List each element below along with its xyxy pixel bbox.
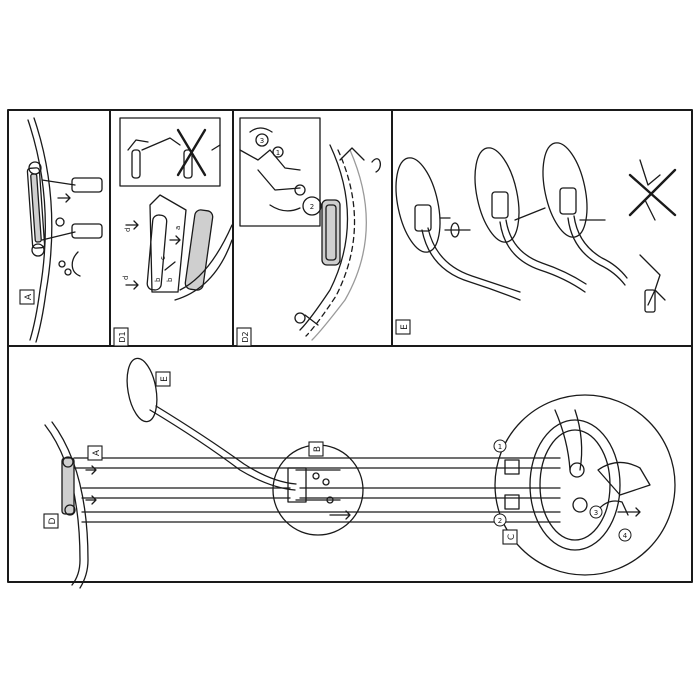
d1-arrow-label: a [174,226,182,230]
panel-a-label: A [24,293,34,300]
callout-d: D [48,517,58,524]
panel-e-label: E [400,324,410,330]
callout-a: A [92,449,102,456]
main-assembly-drawing [44,357,676,589]
d1-arrow-label: b [166,277,174,282]
callout-b: B [313,446,323,452]
callout-c: C [507,534,517,540]
callout-e: E [160,376,170,382]
main-step-label: 3 [594,509,598,517]
main-callouts: E A D B C [43,371,518,545]
d1-arrow-labels: d c b a d b [122,226,182,282]
d1-arrow-label: d [124,228,132,232]
panel-a-drawing [26,117,103,343]
d2-step-label: 3 [260,137,264,145]
panel-d1-drawing [119,117,233,301]
panel-d2-label: D2 [241,331,250,342]
d1-arrow-label: c [159,256,167,260]
d2-step-label: 2 [310,203,314,211]
d1-arrow-label: d [122,276,130,280]
main-step-label: 2 [498,517,502,525]
d2-step-label: 1 [276,149,280,157]
main-step-labels: 1 2 3 4 [493,439,632,542]
panel-labels: A D1 D2 E [19,289,411,347]
main-step-label: 1 [498,443,502,451]
main-step-label: 4 [623,532,628,540]
d1-arrow-label: b [154,277,162,282]
panel-d2-drawing [239,117,382,341]
d2-step-labels: 1 2 3 [260,137,314,211]
panel-e-drawing [395,142,677,313]
panel-d1-label: D1 [118,331,127,342]
